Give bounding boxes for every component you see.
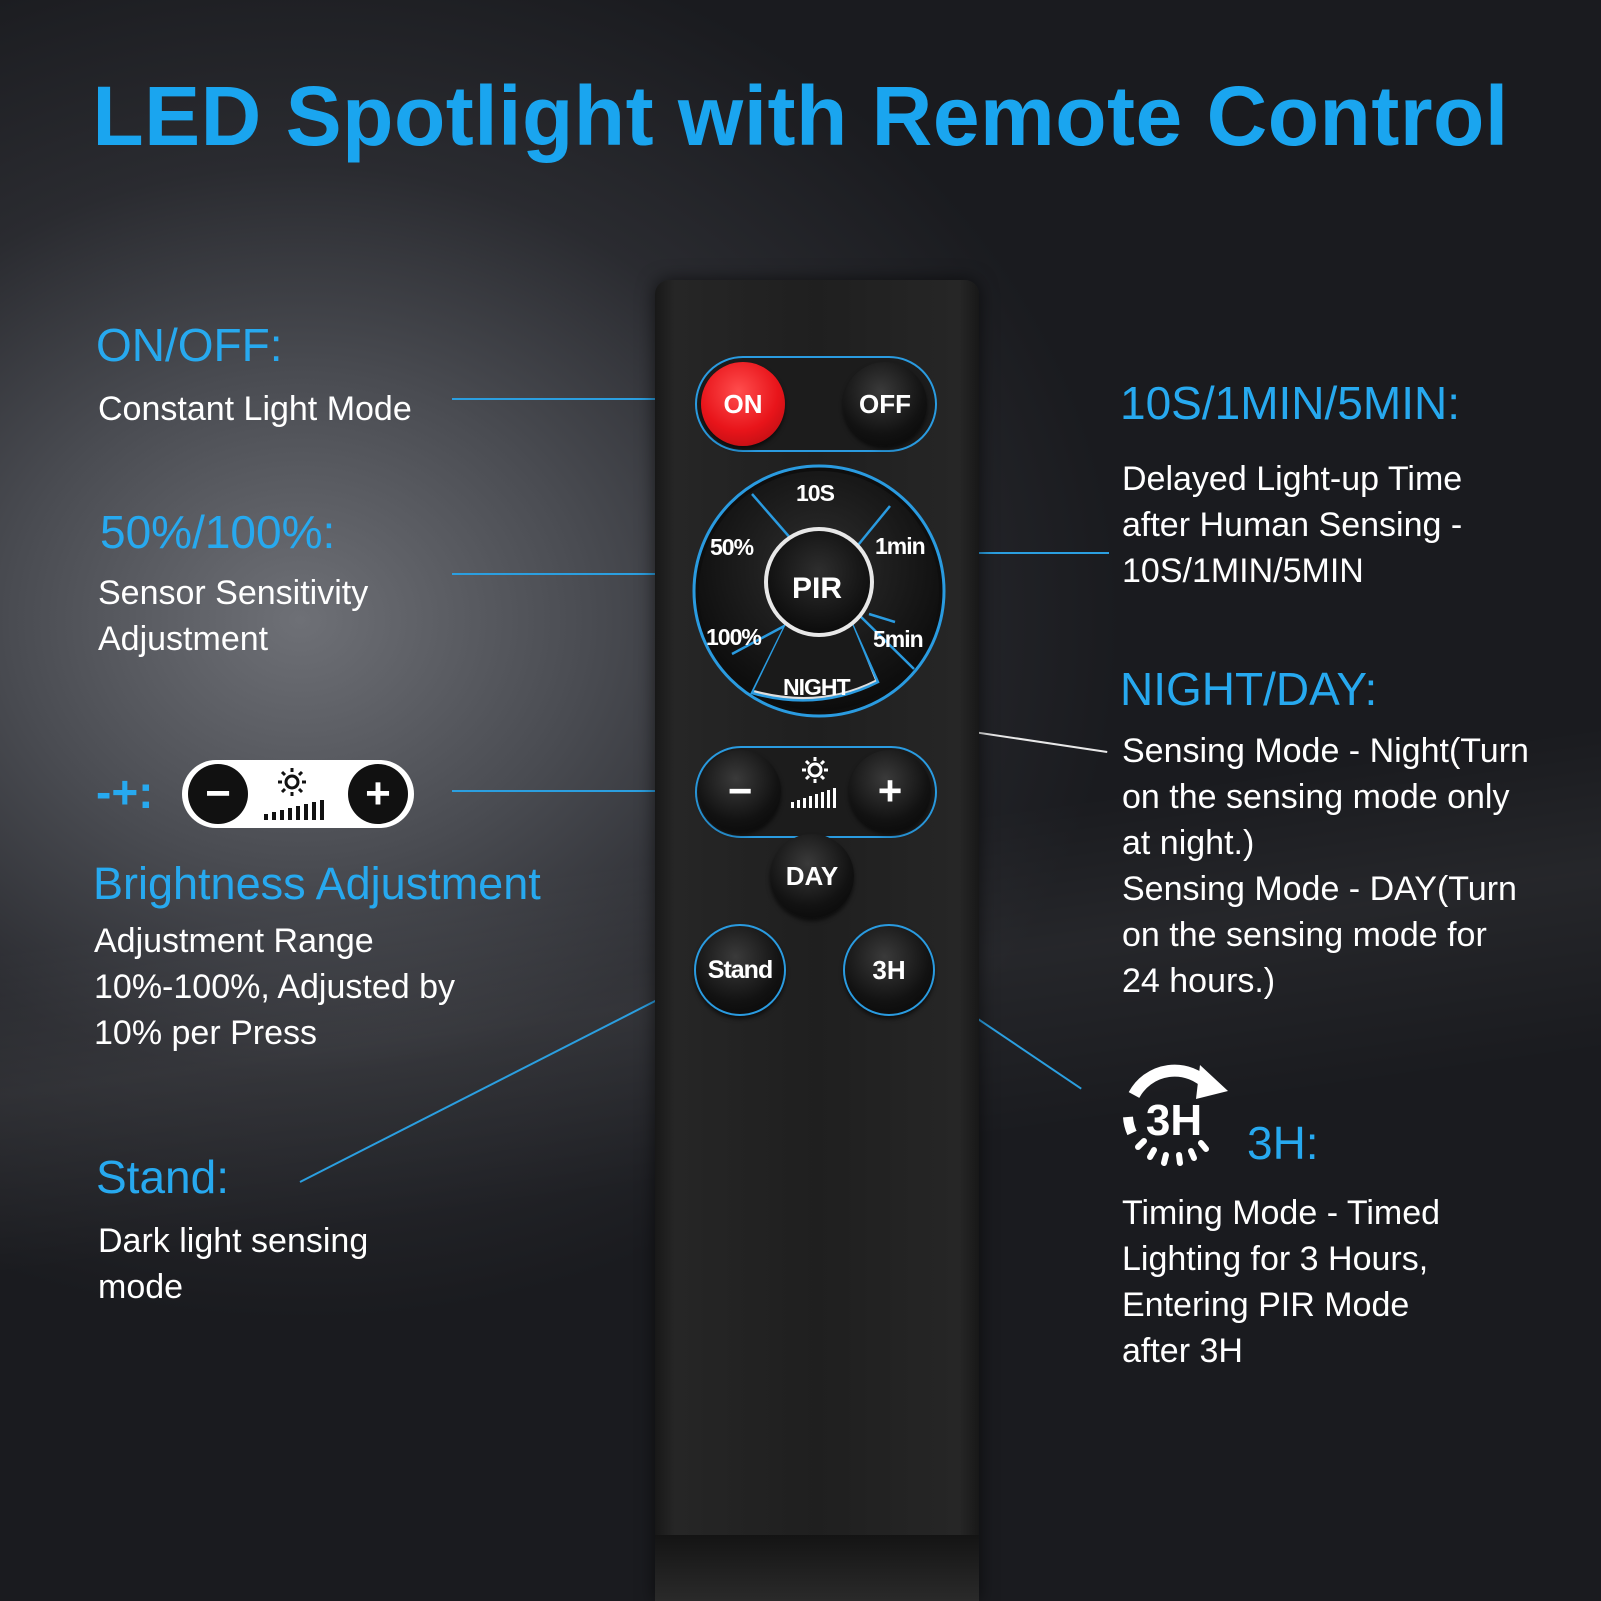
timer-heading: 3H: bbox=[1247, 1117, 1319, 1169]
brightness-heading: -+: bbox=[96, 766, 154, 818]
nightday-desc-line: Sensing Mode - Night(Turn bbox=[1122, 732, 1529, 770]
sun-brightness-icon bbox=[791, 757, 836, 808]
pir-button[interactable]: PIR bbox=[792, 572, 843, 605]
day-button[interactable]: DAY bbox=[770, 834, 854, 918]
delay-heading: 10S/1MIN/5MIN: bbox=[1120, 377, 1460, 429]
pir-dial bbox=[692, 464, 946, 718]
brightness-desc-line: 10%-100%, Adjusted by bbox=[94, 968, 456, 1006]
three-h-button[interactable]: 3H bbox=[843, 924, 935, 1016]
delay-desc-line: 10S/1MIN/5MIN bbox=[1122, 552, 1364, 590]
page-title: LED Spotlight with Remote Control bbox=[92, 69, 1509, 163]
stand-desc-line: Dark light sensing bbox=[98, 1222, 369, 1260]
delay-desc-line: after Human Sensing - bbox=[1122, 506, 1463, 544]
nightday-desc-line: on the sensing mode for bbox=[1122, 916, 1487, 954]
nightday-desc-line: Sensing Mode - DAY(Turn bbox=[1122, 870, 1517, 908]
dial-10s-button[interactable]: 10S bbox=[796, 480, 835, 506]
timer-desc-line: Entering PIR Mode bbox=[1122, 1286, 1410, 1324]
onoff-desc: Constant Light Mode bbox=[98, 386, 412, 432]
brightness-desc: Adjustment Range 10%-100%, Adjusted by 1… bbox=[94, 918, 455, 1056]
stand-button[interactable]: Stand bbox=[694, 924, 786, 1016]
timer-desc-line: Lighting for 3 Hours, bbox=[1122, 1240, 1429, 1278]
timer-3h-icon: 3H bbox=[1123, 1064, 1228, 1166]
sensitivity-desc-line: Adjustment bbox=[98, 620, 269, 658]
stand-desc-line: mode bbox=[98, 1268, 184, 1306]
dial-100-button[interactable]: 100% bbox=[706, 624, 762, 650]
sensitivity-heading: 50%/100%: bbox=[100, 506, 336, 558]
dial-50-button[interactable]: 50% bbox=[710, 534, 754, 560]
brightness-desc-line: Adjustment Range bbox=[94, 922, 374, 960]
brightness-minus-button[interactable]: − bbox=[699, 750, 781, 832]
dial-5min-button[interactable]: 5min bbox=[873, 626, 924, 652]
dial-night-button[interactable]: NIGHT bbox=[783, 674, 851, 700]
onoff-button-group: ON OFF bbox=[695, 356, 937, 452]
onoff-desc-line: Constant Light Mode bbox=[98, 390, 412, 428]
plus-icon: + bbox=[348, 764, 408, 824]
brightness-button-group: − + bbox=[695, 746, 937, 838]
sun-brightness-icon bbox=[264, 768, 324, 820]
timer-desc-line: after 3H bbox=[1122, 1332, 1243, 1370]
nightday-heading: NIGHT/DAY: bbox=[1120, 663, 1378, 715]
onoff-connector bbox=[452, 398, 697, 400]
delay-desc: Delayed Light-up Time after Human Sensin… bbox=[1122, 456, 1462, 594]
off-button[interactable]: OFF bbox=[843, 362, 927, 446]
nightday-desc-line: on the sensing mode only bbox=[1122, 778, 1510, 816]
delay-connector bbox=[943, 552, 1109, 554]
remote-control-bottom bbox=[655, 1535, 979, 1601]
nightday-desc-line: 24 hours.) bbox=[1122, 962, 1276, 1000]
brightness-plus-button[interactable]: + bbox=[849, 750, 931, 832]
on-button[interactable]: ON bbox=[701, 362, 785, 446]
nightday-desc: Sensing Mode - Night(Turn on the sensing… bbox=[1122, 728, 1529, 1004]
dial-1min-button[interactable]: 1min bbox=[875, 533, 926, 559]
brightness-connector bbox=[452, 790, 697, 792]
delay-desc-line: Delayed Light-up Time bbox=[1122, 460, 1463, 498]
brightness-desc-line: 10% per Press bbox=[94, 1014, 317, 1052]
timer-icon-label: 3H bbox=[1146, 1096, 1202, 1145]
nightday-desc-line: at night.) bbox=[1122, 824, 1255, 862]
minus-icon: − bbox=[188, 764, 248, 824]
sensitivity-desc-line: Sensor Sensitivity bbox=[98, 574, 369, 612]
onoff-heading: ON/OFF: bbox=[96, 319, 283, 371]
stand-heading: Stand: bbox=[96, 1151, 229, 1203]
stand-desc: Dark light sensing mode bbox=[98, 1218, 368, 1310]
timer-desc-line: Timing Mode - Timed bbox=[1122, 1194, 1441, 1232]
brightness-badge: − + bbox=[182, 760, 414, 828]
sensitivity-desc: Sensor Sensitivity Adjustment bbox=[98, 570, 368, 662]
timer-desc: Timing Mode - Timed Lighting for 3 Hours… bbox=[1122, 1190, 1440, 1374]
sensitivity-connector bbox=[452, 573, 694, 575]
brightness-subheading: Brightness Adjustment bbox=[93, 858, 541, 909]
